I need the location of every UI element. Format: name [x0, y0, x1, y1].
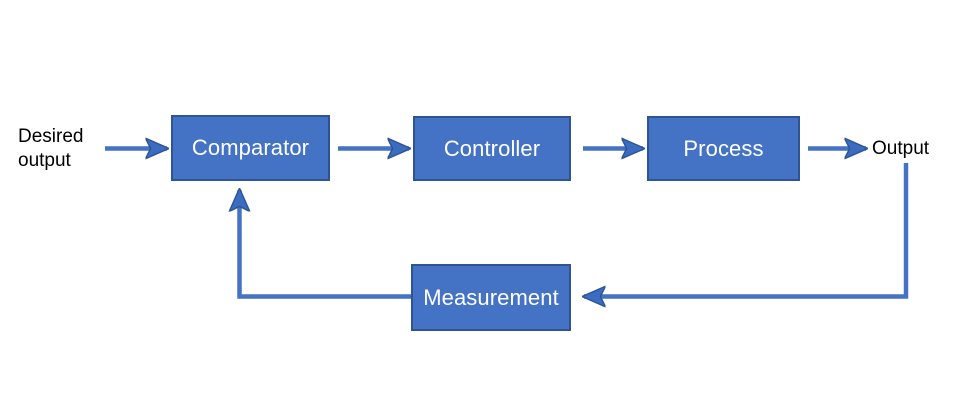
block-process-label: Process [683, 135, 764, 161]
block-comparator[interactable]: Comparator [171, 115, 330, 181]
block-controller-label: Controller [443, 135, 541, 161]
connector-measurement-to-comparator [240, 190, 411, 299]
connector-output-to-measurement [584, 163, 909, 297]
block-process[interactable]: Process [647, 116, 800, 181]
block-measurement[interactable]: Measurement [411, 264, 571, 331]
block-measurement-label: Measurement [423, 284, 559, 310]
label-output: Output [872, 138, 930, 159]
block-controller[interactable]: Controller [413, 116, 571, 181]
label-desired-output: Desired output [18, 126, 84, 171]
block-comparator-label: Comparator [191, 135, 310, 160]
